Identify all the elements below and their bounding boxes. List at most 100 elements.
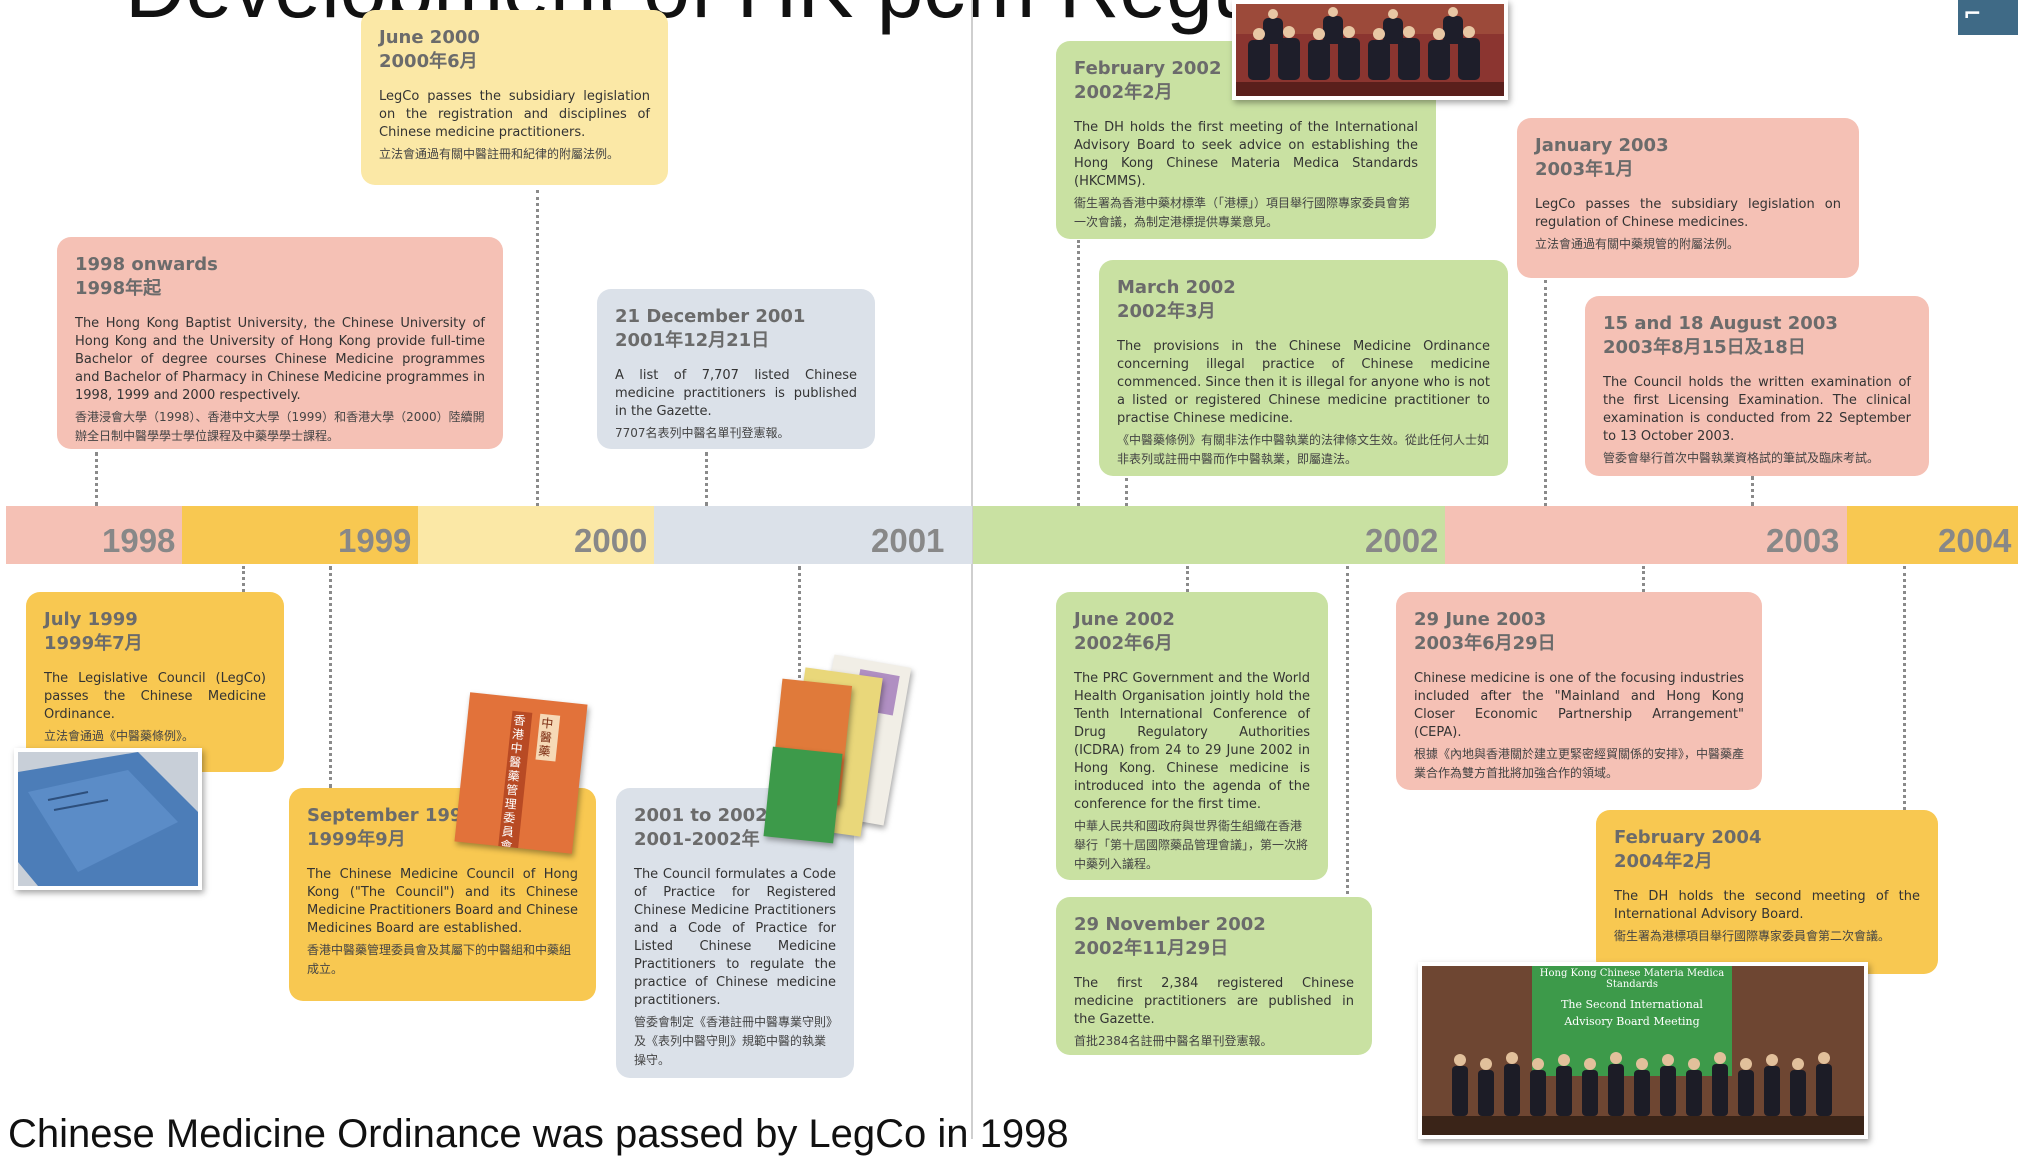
banner-line-3: Advisory Board Meeting [1564,1015,1700,1028]
event-card-2001-to-2002: 2001 to 2002 2001-2002年 The Council form… [616,788,854,1078]
connector-line [95,452,98,506]
event-text: The Legislative Council (LegCo) passes t… [44,671,266,722]
event-text-zh: 管委會舉行首次中醫執業資格試的筆試及臨床考試。 [1603,451,1880,465]
event-date-zh: 1998年起 [75,278,162,299]
group-photo-second-meeting: Hong Kong Chinese Materia Medica Standar… [1418,962,1868,1139]
timeline-segment-2000 [418,506,654,564]
event-date: June 2002 [1074,609,1175,630]
event-date: February 2002 [1074,58,1222,79]
event-text-zh: 立法會通過有關中藥規管的附屬法例。 [1535,237,1740,251]
event-date-zh: 2002年2月 [1074,82,1173,103]
event-card-june-2002: June 2002 2002年6月 The PRC Government and… [1056,592,1328,880]
year-label: 2002 [1365,522,1439,559]
connector-line [329,566,332,788]
event-date: 29 November 2002 [1074,914,1266,935]
booklet-side-title: 中醫藥 [535,713,561,762]
event-date: March 2002 [1117,277,1236,298]
event-card-january-2003: January 2003 2003年1月 LegCo passes the su… [1517,118,1859,278]
timeline-segment-2004 [1847,506,2018,564]
year-label: 2004 [1938,522,2012,559]
caption-text: Chinese Medicine Ordinance was passed by… [8,1112,1069,1156]
event-date: January 2003 [1535,135,1669,156]
timeline-segment-2001 [654,506,972,564]
event-date-zh: 2002年11月29日 [1074,938,1229,959]
event-text: The DH holds the first meeting of the In… [1074,120,1418,189]
blue-document-image [18,752,198,886]
event-text-zh: 立法會通過《中醫藥條例》。 [44,729,195,743]
code-of-practice-booklets [760,654,912,850]
connector-line [798,566,801,788]
event-card-21-december-2001: 21 December 2001 2001年12月21日 A list of 7… [597,289,875,449]
event-text: The Hong Kong Baptist University, the Ch… [75,316,485,403]
corner-tab[interactable] [1958,0,2018,35]
event-text-zh: 管委會制定《香港註冊中醫專業守則》及《表列中醫守則》規範中醫的執業操守。 [634,1015,833,1067]
event-date-zh: 2002年3月 [1117,301,1216,322]
event-text: The Council formulates a Code of Practic… [634,867,836,1008]
event-text-zh: 7707名表列中醫名單刊登憲報。 [615,426,790,440]
year-label: 2001 [871,522,945,559]
event-card-29-november-2002: 29 November 2002 2002年11月29日 The first 2… [1056,897,1372,1055]
event-card-march-2002: March 2002 2002年3月 The provisions in the… [1099,260,1508,476]
event-text: The DH holds the second meeting of the I… [1614,889,1920,922]
event-text: LegCo passes the subsidiary legislation … [1535,197,1841,230]
connector-line [1544,280,1547,506]
event-date-zh: 1999年9月 [307,829,406,850]
event-text-zh: 香港中醫藥管理委員會及其屬下的中醫組和中藥組成立。 [307,943,572,976]
event-date: February 2004 [1614,827,1762,848]
connector-line [1751,476,1754,506]
timeline-segment-1998 [6,506,182,564]
booklet-green [763,746,843,844]
event-date-zh: 2003年6月29日 [1414,633,1556,654]
event-date: 21 December 2001 [615,306,806,327]
event-date-zh: 2003年8月15日及18日 [1603,337,1806,358]
connector-line [242,566,245,592]
meeting-banner: Hong Kong Chinese Materia Medica Standar… [1532,966,1732,1076]
event-text-zh: 衞生署為香港中藥材標準（「港標」）項目舉行國際專家委員會第一次會議，為制定港標提… [1074,196,1411,229]
event-date-zh: 2000年6月 [379,51,478,72]
connector-line [705,452,708,506]
event-date-zh: 2001年12月21日 [615,330,770,351]
year-label: 2003 [1766,522,1840,559]
connector-line [1186,566,1189,592]
connector-line [1903,566,1906,810]
page-fold-divider [971,0,973,1139]
event-date: June 2000 [379,27,480,48]
event-text: Chinese medicine is one of the focusing … [1414,671,1744,740]
event-date: 15 and 18 August 2003 [1603,313,1838,334]
event-text: The provisions in the Chinese Medicine O… [1117,339,1490,426]
connector-line [536,190,539,506]
year-label: 2000 [574,522,648,559]
connector-line [1077,240,1080,506]
event-date: 2001 to 2002 [634,805,768,826]
connector-line [1346,566,1349,894]
event-text-zh: 根據《內地與香港關於建立更緊密經貿關係的安排》，中醫藥產業合作為雙方首批將加強合… [1414,747,1745,780]
event-date: September 1999 [307,805,475,826]
booklet-cover-title: 香港中醫藥管理委員會 [497,710,533,854]
event-card-1998-onwards: 1998 onwards 1998年起 The Hong Kong Baptis… [57,237,503,449]
event-card-july-1999: July 1999 1999年7月 The Legislative Counci… [26,592,284,772]
event-date-zh: 2004年2月 [1614,851,1713,872]
event-text-zh: 香港浸會大學（1998）、香港中文大學（1999）和香港大學（2000）陸續開辦… [75,410,485,443]
event-text-zh: 首批2384名註冊中醫名單刊登憲報。 [1074,1034,1273,1048]
corner-tab-icon: ⌐ [1963,2,1982,27]
event-text-zh: 《中醫藥條例》有關非法作中醫執業的法律條文生效。從此任何人士如非表列或註冊中醫而… [1117,433,1490,466]
event-date: July 1999 [44,609,138,630]
event-text: The Chinese Medicine Council of Hong Kon… [307,867,579,936]
banner-line-1: Hong Kong Chinese Materia Medica Standar… [1539,968,1725,990]
event-text: The PRC Government and the World Health … [1074,671,1310,812]
group-photo-first-meeting [1232,0,1508,100]
event-card-15-18-august-2003: 15 and 18 August 2003 2003年8月15日及18日 The… [1585,296,1929,476]
event-text-zh: 中華人民共和國政府與世界衞生組織在香港舉行「第十屆國際藥品管理會議」，第一次將中… [1074,819,1309,871]
year-label: 1999 [338,522,412,559]
event-date-zh: 2003年1月 [1535,159,1634,180]
connector-line [1642,566,1645,592]
ordinance-document-photo [14,748,202,890]
timeline-segment-2002 [973,506,1445,564]
banner-line-2: The Second International [1561,998,1703,1011]
timeline-segment-1999 [182,506,418,564]
meeting-attendees [1422,1052,1864,1135]
event-card-29-june-2003: 29 June 2003 2003年6月29日 Chinese medicine… [1396,592,1762,790]
event-text-zh: 立法會通過有關中醫註冊和紀律的附屬法例。 [379,147,620,161]
event-text-zh: 衞生署為港標項目舉行國際專家委員會第二次會議。 [1614,929,1891,943]
connector-line [1125,478,1128,506]
